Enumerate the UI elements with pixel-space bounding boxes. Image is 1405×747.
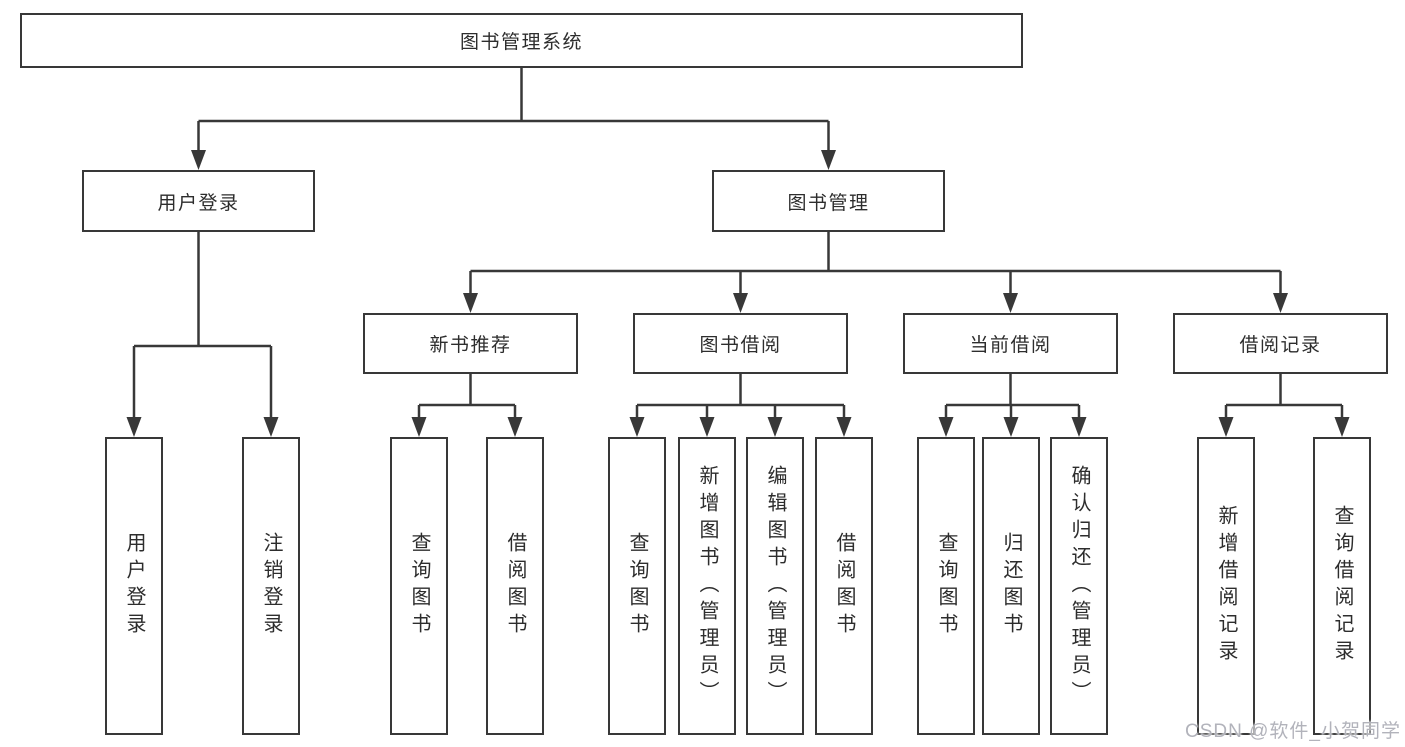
node-leaf-edit-book-admin: 编辑图书（管理员） <box>746 437 804 735</box>
node-book-borrowing: 图书借阅 <box>633 313 848 374</box>
node-leaf-add-borrow-record: 新增借阅记录 <box>1197 437 1255 735</box>
node-label: 借阅图书 <box>504 532 526 640</box>
node-new-book-recommend: 新书推荐 <box>363 313 578 374</box>
node-leaf-return-book: 归还图书 <box>982 437 1040 735</box>
node-label: 图书借阅 <box>699 335 782 356</box>
node-label: 归还图书 <box>1000 532 1022 640</box>
node-leaf-logout: 注销登录 <box>242 437 300 735</box>
node-label: 用户登录 <box>123 532 145 640</box>
node-label: 借阅记录 <box>1239 335 1322 356</box>
arrowhead-icons <box>126 150 1350 437</box>
node-label: 注销登录 <box>260 532 282 640</box>
node-leaf-user-login: 用户登录 <box>105 437 163 735</box>
node-label: 查询图书 <box>626 532 648 640</box>
node-leaf-add-book-admin: 新增图书（管理员） <box>678 437 736 735</box>
node-label: 编辑图书（管理员） <box>764 464 786 708</box>
node-label: 新增借阅记录 <box>1215 505 1237 667</box>
node-label: 查询图书 <box>935 532 957 640</box>
node-leaf-borrow-books-borrowing: 借阅图书 <box>815 437 873 735</box>
node-label: 当前借阅 <box>969 335 1052 356</box>
node-leaf-query-books-borrowing: 查询图书 <box>608 437 666 735</box>
node-label: 图书管理 <box>787 192 870 214</box>
node-label: 新增图书（管理员） <box>696 464 718 708</box>
node-label: 借阅图书 <box>833 532 855 640</box>
node-label: 查询图书 <box>408 532 430 640</box>
node-leaf-query-books-recommend: 查询图书 <box>390 437 448 735</box>
node-label: 新书推荐 <box>429 335 512 356</box>
node-label: 查询借阅记录 <box>1331 505 1353 667</box>
node-borrow-records: 借阅记录 <box>1173 313 1388 374</box>
node-book-management: 图书管理 <box>712 170 945 232</box>
node-label: 用户登录 <box>157 192 240 214</box>
node-leaf-borrow-books-recommend: 借阅图书 <box>486 437 544 735</box>
node-system-root: 图书管理系统 <box>20 13 1023 68</box>
node-label: 确认归还（管理员） <box>1068 464 1090 708</box>
node-leaf-query-books-current: 查询图书 <box>917 437 975 735</box>
node-leaf-query-borrow-record: 查询借阅记录 <box>1313 437 1371 735</box>
node-user-login: 用户登录 <box>82 170 315 232</box>
node-current-borrowing: 当前借阅 <box>903 313 1118 374</box>
csdn-watermark: CSDN @软件_小贺同学 <box>1185 721 1401 742</box>
node-label: 图书管理系统 <box>459 32 583 53</box>
node-leaf-confirm-return-admin: 确认归还（管理员） <box>1050 437 1108 735</box>
